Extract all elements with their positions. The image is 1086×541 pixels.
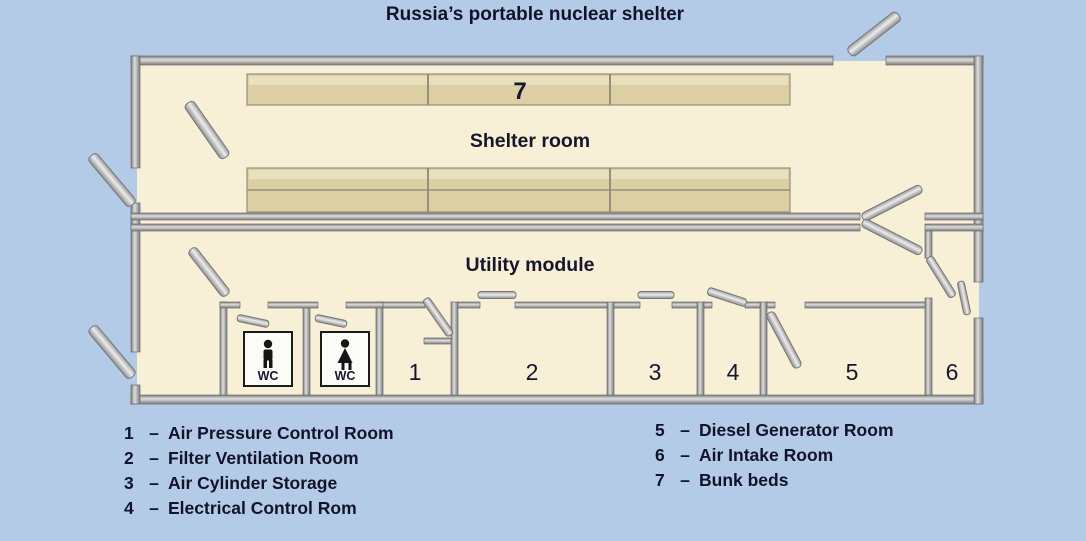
room6-door-icon bbox=[926, 256, 956, 298]
double-door-right-lower-icon bbox=[861, 218, 923, 256]
woman-icon bbox=[337, 339, 353, 370]
walls bbox=[130, 55, 984, 405]
wc-room-men: WC bbox=[243, 331, 293, 387]
legend-item: 5 – Diesel Generator Room bbox=[655, 418, 894, 443]
interior-door-shelter-left-icon bbox=[184, 100, 230, 160]
room5-door-icon bbox=[766, 311, 802, 369]
legend-item-number: 4 bbox=[124, 498, 134, 518]
wc-men-door-icon bbox=[236, 314, 270, 328]
room4-door-icon bbox=[707, 287, 747, 307]
legend-item: 4 – Electrical Control Rom bbox=[124, 496, 394, 521]
room-number-3: 3 bbox=[649, 359, 662, 385]
room6-exterior-door-icon bbox=[957, 280, 971, 316]
legend-item-label: Bunk beds bbox=[699, 470, 789, 490]
legend-item-separator: – bbox=[149, 448, 159, 468]
bunk-beds-number: 7 bbox=[513, 78, 526, 105]
shelter-room-label: Shelter room bbox=[470, 130, 590, 152]
legend-item-separator: – bbox=[149, 423, 159, 443]
legend-item-separator: – bbox=[680, 420, 690, 440]
legend-item-separator: – bbox=[149, 498, 159, 518]
utility-module-label: Utility module bbox=[466, 254, 595, 276]
legend-item-number: 5 bbox=[655, 420, 665, 440]
wc-women-label: WC bbox=[335, 369, 356, 383]
room1-door-icon bbox=[422, 297, 454, 337]
room-number-2: 2 bbox=[526, 359, 539, 385]
wc-room-women: WC bbox=[320, 331, 370, 387]
legend-item-separator: – bbox=[680, 470, 690, 490]
exterior-door-top-right-icon bbox=[847, 11, 901, 57]
legend-item-label: Filter Ventilation Room bbox=[168, 448, 359, 468]
legend-left-column: 1 – Air Pressure Control Room 2 – Filter… bbox=[124, 421, 394, 521]
legend-item: 6 – Air Intake Room bbox=[655, 443, 894, 468]
legend-item-separator: – bbox=[680, 445, 690, 465]
legend-item-number: 3 bbox=[124, 473, 134, 493]
legend-item-number: 6 bbox=[655, 445, 665, 465]
legend-item-number: 2 bbox=[124, 448, 134, 468]
interior-door-utility-left-icon bbox=[188, 247, 230, 297]
legend-item-number: 1 bbox=[124, 423, 134, 443]
wc-men-label: WC bbox=[258, 369, 279, 383]
legend-item: 7 – Bunk beds bbox=[655, 468, 894, 493]
legend-item-label: Air Cylinder Storage bbox=[168, 473, 338, 493]
room-number-6: 6 bbox=[946, 359, 959, 385]
legend-item-label: Diesel Generator Room bbox=[699, 420, 894, 440]
wc-women-door-icon bbox=[314, 314, 348, 328]
legend-item-label: Air Intake Room bbox=[699, 445, 834, 465]
exterior-door-left-upper-icon bbox=[88, 153, 136, 207]
legend-item-separator: – bbox=[149, 473, 159, 493]
legend-item-number: 7 bbox=[655, 470, 665, 490]
legend-item-label: Air Pressure Control Room bbox=[168, 423, 394, 443]
page-title: Russia’s portable nuclear shelter bbox=[385, 4, 685, 25]
room2-door-icon bbox=[477, 291, 517, 299]
bunk-beds bbox=[246, 73, 791, 213]
room-number-1: 1 bbox=[409, 359, 422, 385]
legend-item: 3 – Air Cylinder Storage bbox=[124, 471, 394, 496]
legend-item: 1 – Air Pressure Control Room bbox=[124, 421, 394, 446]
man-icon bbox=[263, 339, 273, 368]
legend-right-column: 5 – Diesel Generator Room 6 – Air Intake… bbox=[655, 418, 894, 493]
doors bbox=[88, 11, 971, 379]
room3-door-icon bbox=[637, 291, 675, 299]
legend-item: 2 – Filter Ventilation Room bbox=[124, 446, 394, 471]
room-number-4: 4 bbox=[727, 359, 740, 385]
exterior-door-left-lower-icon bbox=[88, 325, 136, 379]
legend-item-label: Electrical Control Rom bbox=[168, 498, 357, 518]
room-number-5: 5 bbox=[846, 359, 859, 385]
double-door-right-upper-icon bbox=[861, 184, 923, 222]
